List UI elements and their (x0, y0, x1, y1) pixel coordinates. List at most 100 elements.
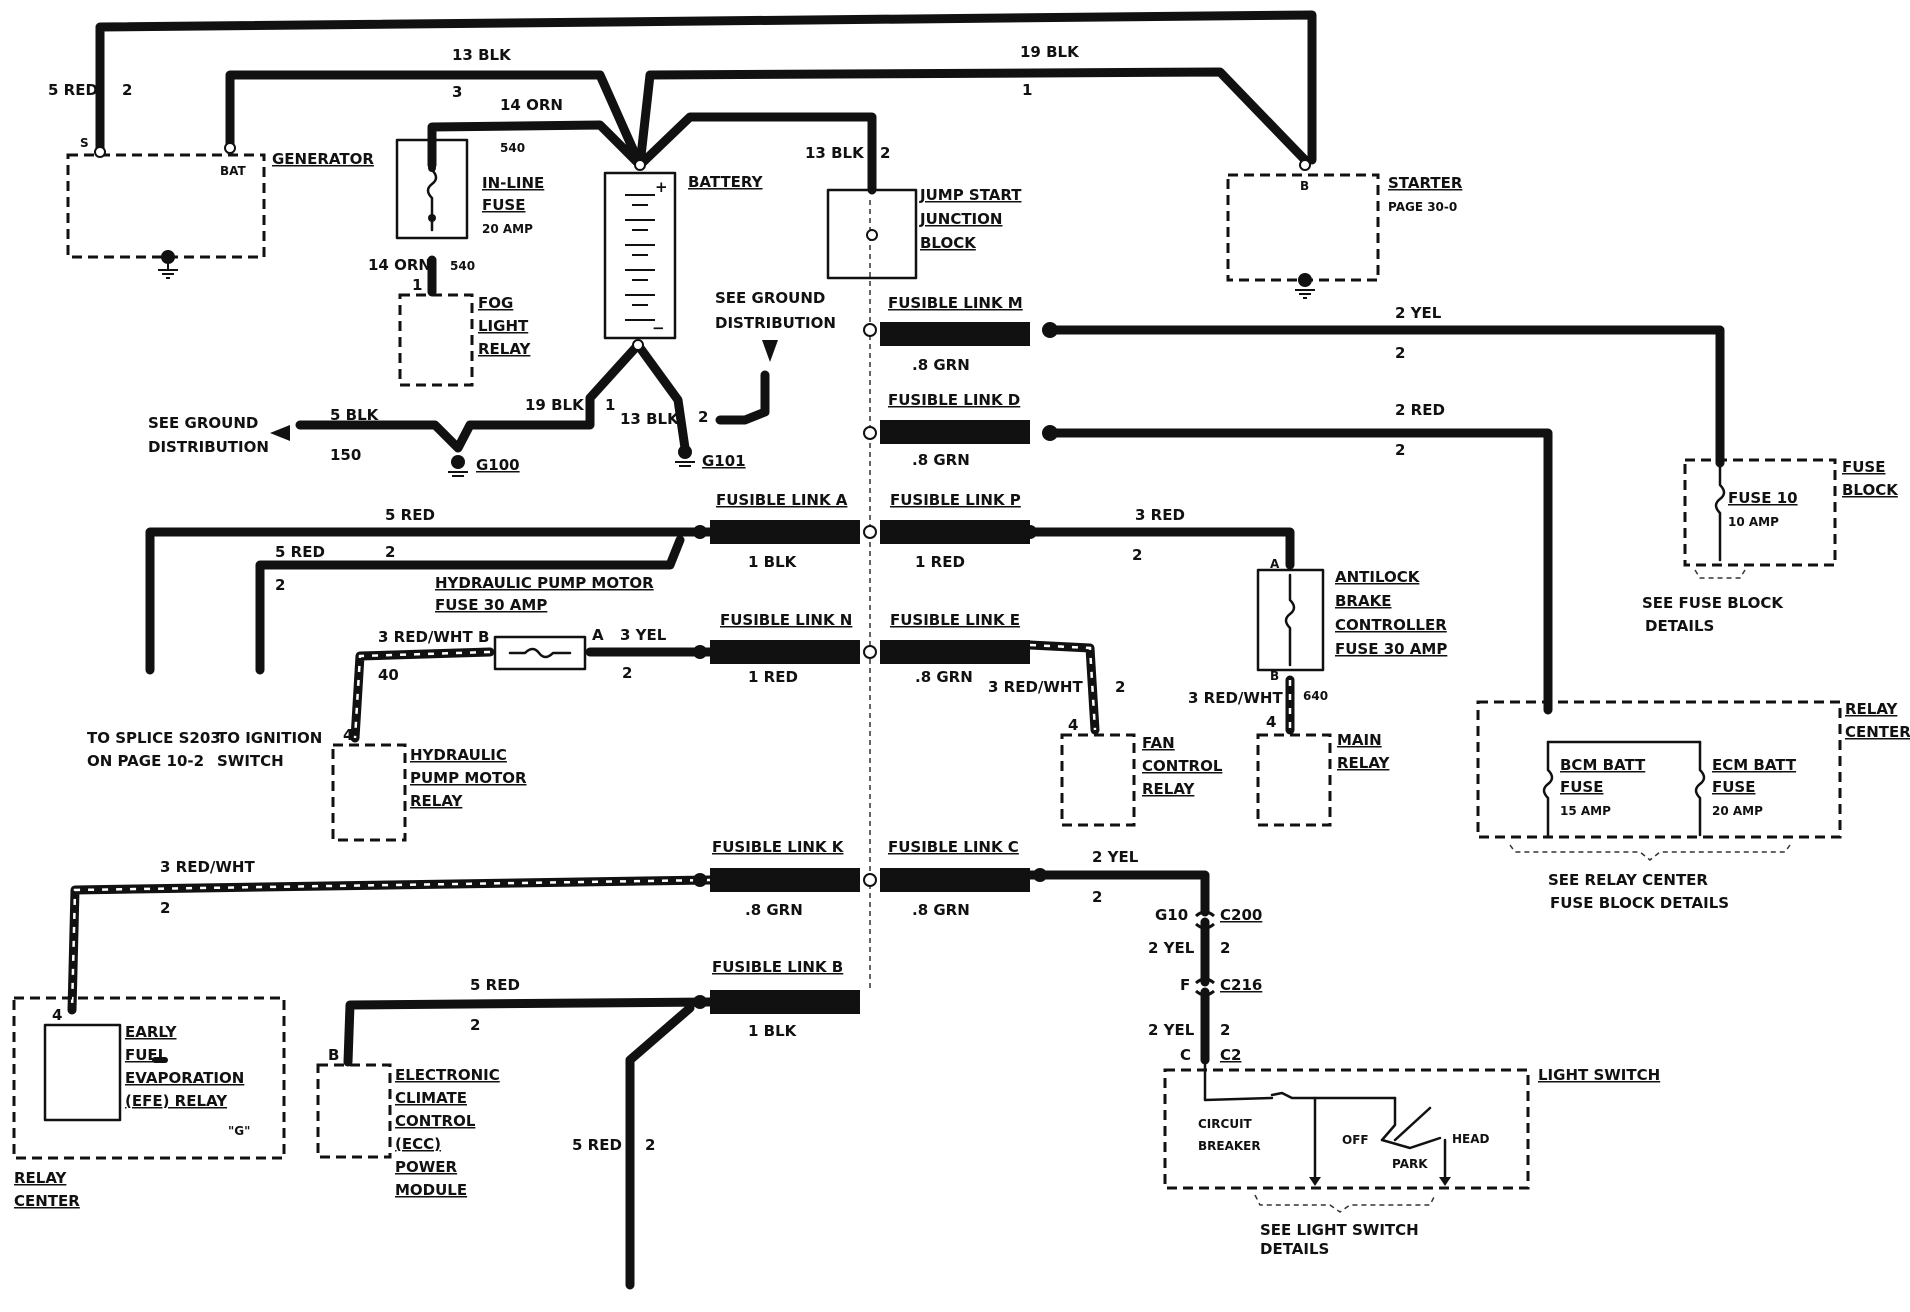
circuit-label: 2 (880, 144, 890, 162)
circuit-label: 2 (645, 1136, 655, 1154)
fusible-link-e-bar (880, 640, 1030, 664)
fusible-link-c-wire: .8 GRN (912, 901, 970, 919)
battery-label: BATTERY (688, 173, 764, 191)
wire-label-3red: 3 RED (1135, 506, 1185, 524)
fusible-link-b-wire: 1 BLK (748, 1022, 798, 1040)
circuit-label: 2 (698, 408, 708, 426)
wire-label-5red-b2: 5 RED (572, 1136, 622, 1154)
wire-2yel-fuse-block (1045, 325, 1725, 468)
ecc-label-6: MODULE (395, 1181, 467, 1199)
light-switch-note-1: SEE LIGHT SWITCH (1260, 1221, 1419, 1239)
splice-note-1: TO SPLICE S203 (87, 729, 221, 747)
hydraulic-fuse-box (493, 635, 587, 671)
wire-2yel-c200 (1025, 870, 1210, 917)
circuit-label: 640 (1303, 689, 1328, 703)
relay-center-right-2: CENTER (1845, 723, 1910, 741)
ground-reference-arrow-icon (762, 340, 778, 362)
hyd-relay-label-2: PUMP MOTOR (410, 769, 527, 787)
circuit-breaker-2: BREAKER (1198, 1139, 1261, 1153)
c200-label: C200 (1220, 906, 1262, 924)
abs-fuse-box (1256, 568, 1325, 672)
ecm-fuse-2: FUSE (1712, 778, 1755, 796)
battery-cells-icon (625, 194, 655, 321)
fog-relay-pin: 1 (412, 276, 422, 294)
ground-reference-left-arrow-icon (270, 425, 290, 441)
circuit-label: 2 (1115, 678, 1125, 696)
inline-fuse-box (395, 138, 469, 240)
wire-label-3redwht-hyd: 3 RED/WHT (378, 628, 473, 646)
circuit-label: 2 (122, 81, 132, 99)
fusible-link-n-bar (710, 640, 860, 664)
wire-label-2yel: 2 YEL (1395, 304, 1442, 322)
c216-pin: F (1180, 976, 1190, 994)
efe-mark: "G" (228, 1124, 250, 1138)
wire-5red-splice (145, 527, 715, 675)
fuse-10-label: FUSE 10 (1728, 489, 1798, 507)
starter-term: B (1300, 179, 1309, 193)
main-relay-label-1: MAIN (1337, 731, 1382, 749)
fan-relay-label-3: RELAY (1142, 780, 1196, 798)
g101-ground-icon (675, 445, 695, 467)
bcm-fuse-symbol-icon (1542, 740, 1554, 837)
ground-ref-1: SEE GROUND (715, 289, 825, 307)
fusible-link-n-label: FUSIBLE LINK N (720, 611, 852, 629)
circuit-label: 2 (1132, 546, 1142, 564)
generator-ground-icon (158, 250, 178, 279)
generator-box (66, 153, 266, 259)
bcm-fuse-1: BCM BATT (1560, 756, 1646, 774)
relay-center-left-2: CENTER (14, 1192, 80, 1210)
wire-3red-abs (1025, 527, 1295, 570)
hyd-relay-pin: 4 (343, 726, 353, 744)
wire-label-2yel-c200: 2 YEL (1148, 939, 1195, 957)
fusible-link-a-wire: 1 BLK (748, 553, 798, 571)
fan-control-relay-box (1060, 733, 1136, 827)
fusible-link-k-bar (710, 868, 860, 892)
fuse-10-symbol-icon (1714, 463, 1726, 562)
starter-page: PAGE 30-0 (1388, 200, 1457, 214)
abs-label-3: CONTROLLER (1335, 616, 1447, 634)
wire-label-2yel-c216: 2 YEL (1148, 1021, 1195, 1039)
ignition-note-2: SWITCH (217, 752, 284, 770)
wire-2red-relay-center (1045, 428, 1553, 715)
fuse-block-label-1: FUSE (1842, 458, 1885, 476)
relay-center-left-box (12, 996, 286, 1160)
battery-pos: + (655, 178, 668, 196)
switch-off: OFF (1342, 1133, 1369, 1147)
hydraulic-fuse-symbol-icon (508, 647, 572, 659)
light-switch-circuit (1203, 1060, 1447, 1182)
light-switch-note-2: DETAILS (1260, 1240, 1329, 1258)
wire-label-5red-a: 5 RED (385, 506, 435, 524)
battery-feed-wires (95, 10, 1317, 453)
fusible-link-a-label: FUSIBLE LINK A (716, 491, 848, 509)
main-relay-label-2: RELAY (1337, 754, 1391, 772)
fusible-link-d-bar (880, 420, 1030, 444)
fusible-link-b-bar (710, 990, 860, 1014)
wire-label-2yel-c: 2 YEL (1092, 848, 1139, 866)
hydraulic-relay-box (331, 743, 407, 842)
fusible-link-d-wire: .8 GRN (912, 451, 970, 469)
circuit-label: 1 (1022, 81, 1032, 99)
hyd-relay-label-1: HYDRAULIC (410, 746, 507, 764)
switch-head: HEAD (1452, 1132, 1490, 1146)
fusible-link-p-bar (880, 520, 1030, 544)
circuit-label: 2 (1220, 1021, 1230, 1039)
c200-pin: G10 (1155, 906, 1188, 924)
wire-label-19blk: 19 BLK (1020, 43, 1080, 61)
splice-note-2: ON PAGE 10-2 (87, 752, 204, 770)
circuit-label: 150 (330, 446, 361, 464)
ignition-note-1: TO IGNITION (217, 729, 322, 747)
ground-ref2-2: DISTRIBUTION (148, 438, 269, 456)
fusible-link-b-label: FUSIBLE LINK B (712, 958, 843, 976)
circuit-label: 2 (470, 1016, 480, 1034)
circuit-breaker-1: CIRCUIT (1198, 1117, 1253, 1131)
relay-center-note-2: FUSE BLOCK DETAILS (1550, 894, 1729, 912)
generator-label: GENERATOR (272, 150, 374, 168)
fusible-link-a-bar (710, 520, 860, 544)
abs-label-2: BRAKE (1335, 592, 1391, 610)
connector-c216-icon (1195, 977, 1215, 997)
fuse-block-label-2: BLOCK (1842, 481, 1899, 499)
c2-label: C2 (1220, 1046, 1241, 1064)
switch-park: PARK (1392, 1157, 1428, 1171)
bcm-rating: 15 AMP (1560, 804, 1611, 818)
